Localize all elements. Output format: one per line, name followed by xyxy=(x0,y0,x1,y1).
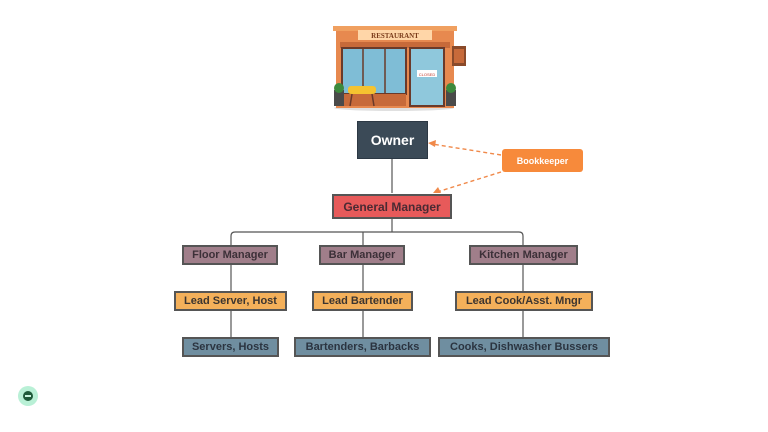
cooks-node: Cooks, Dishwasher Bussers xyxy=(438,337,610,357)
arrowhead-owner xyxy=(428,140,436,147)
lead-bartender-node: Lead Bartender xyxy=(312,291,413,311)
owner-node: Owner xyxy=(357,121,428,159)
bar-manager-node: Bar Manager xyxy=(319,245,405,265)
bookkeeper-node: Bookkeeper xyxy=(502,149,583,172)
managers-bracket xyxy=(230,231,524,246)
arrowhead-gm xyxy=(433,187,441,193)
bookkeeper-to-gm-arrow xyxy=(436,171,502,193)
restaurant-sign: RESTAURANT xyxy=(371,32,419,40)
collapse-button[interactable] xyxy=(18,386,38,406)
floor-manager-node: Floor Manager xyxy=(182,245,278,265)
servers-node: Servers, Hosts xyxy=(182,337,279,357)
minus-icon xyxy=(23,391,33,401)
door-sign: CLOSED xyxy=(419,72,436,77)
bookkeeper-to-owner-arrow xyxy=(431,143,502,156)
lead-server-node: Lead Server, Host xyxy=(174,291,287,311)
restaurant-illustration: RESTAURANT CLOSED xyxy=(333,26,466,111)
lead-cook-node: Lead Cook/Asst. Mngr xyxy=(455,291,593,311)
kitchen-manager-node: Kitchen Manager xyxy=(469,245,578,265)
bartenders-node: Bartenders, Barbacks xyxy=(294,337,431,357)
general-manager-node: General Manager xyxy=(332,194,452,219)
